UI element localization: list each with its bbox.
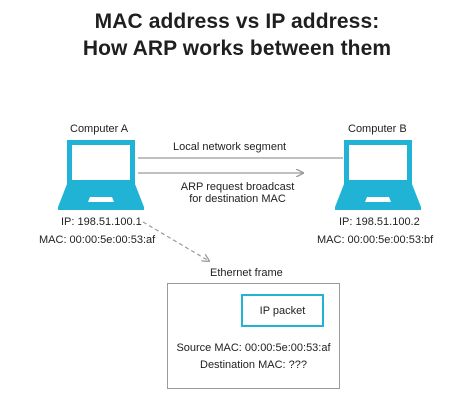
source-mac-label: Source MAC: 00:00:5e:00:53:af	[176, 342, 331, 354]
destination-mac-label: Destination MAC: ???	[200, 359, 307, 371]
ip-packet-label: IP packet	[259, 304, 306, 317]
computer-a-ip: IP: 198.51.100.1	[61, 216, 142, 228]
computer-b-mac: MAC: 00:00:5e:00:53:bf	[317, 234, 434, 246]
computer-b-label: Computer B	[348, 123, 407, 135]
laptop-icon	[335, 140, 421, 210]
diagram-title-line-2: How ARP works between them	[82, 37, 392, 60]
arp-request-label-line-1: ARP request broadcast	[180, 181, 295, 193]
diagram-title-line-1: MAC address vs IP address:	[94, 10, 380, 33]
frame-pointer-arrow	[142, 221, 209, 261]
network-segment-label: Local network segment	[173, 141, 287, 153]
computer-a-mac: MAC: 00:00:5e:00:53:af	[39, 234, 156, 246]
computer-b-ip: IP: 198.51.100.2	[339, 216, 420, 228]
ip-packet-box: IP packet	[241, 294, 324, 327]
laptop-icon	[58, 140, 144, 210]
ethernet-frame-label: Ethernet frame	[210, 267, 283, 279]
computer-a-label: Computer A	[70, 123, 129, 135]
arp-request-label-line-2: for destination MAC	[189, 193, 286, 205]
